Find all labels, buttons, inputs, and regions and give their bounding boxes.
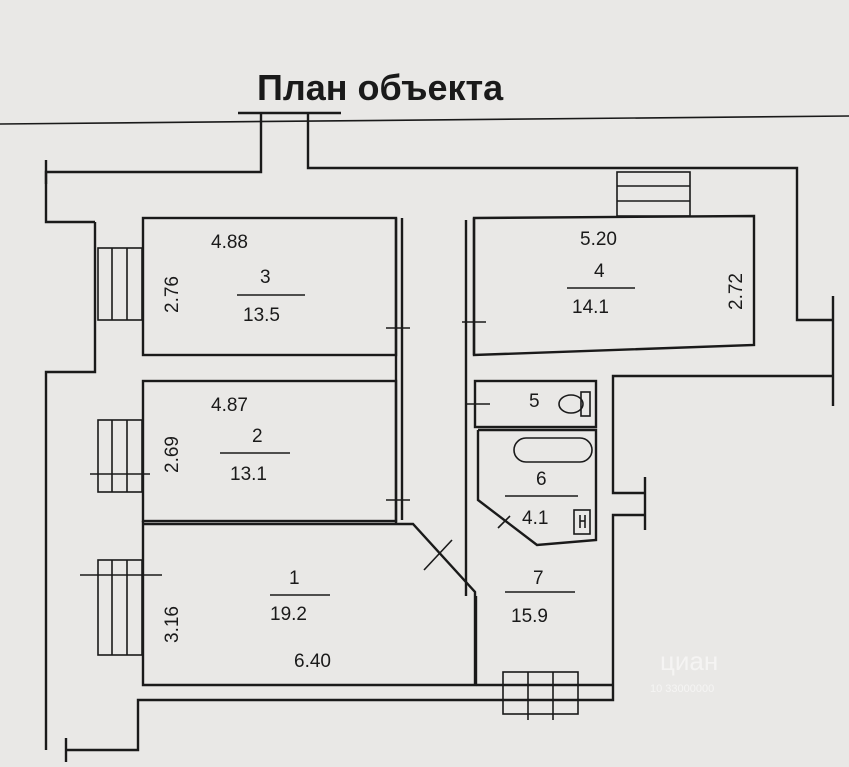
fixtures — [513, 391, 593, 535]
room-1-number: 1 — [289, 568, 300, 589]
title-rule — [0, 115, 849, 125]
room-7-number: 7 — [533, 568, 544, 589]
watermark-brand: циан — [660, 646, 718, 676]
room-1-height: 3.16 — [162, 606, 183, 643]
room-5-number: 5 — [529, 391, 540, 412]
plan-title: План объекта — [257, 67, 504, 108]
sink-icon — [573, 509, 591, 535]
room-1-area: 19.2 — [270, 604, 307, 625]
watermark-sub: 10 33000000 — [650, 683, 714, 695]
room-3-number: 3 — [260, 267, 271, 288]
bathtub-icon — [513, 437, 593, 463]
room-6-number: 6 — [536, 469, 547, 490]
room-2-width: 4.87 — [211, 395, 248, 416]
toilet-icon — [558, 394, 584, 414]
room-2-height: 2.69 — [162, 436, 183, 473]
room-3-height: 2.76 — [162, 276, 183, 313]
room-4-number: 4 — [594, 261, 605, 282]
room-2-number: 2 — [252, 426, 263, 447]
door-marks — [386, 321, 511, 571]
room-4-area: 14.1 — [572, 297, 609, 318]
room-3-area: 13.5 — [243, 305, 280, 326]
room-3-width: 4.88 — [211, 232, 248, 253]
room-4-height: 2.72 — [726, 273, 747, 310]
room-1-width: 6.40 — [294, 651, 331, 672]
walls — [44, 111, 835, 762]
area-fractions — [220, 287, 635, 596]
room-7-area: 15.9 — [511, 606, 548, 627]
room-4-width: 5.20 — [580, 229, 617, 250]
stairs — [80, 171, 691, 720]
room-2-area: 13.1 — [230, 464, 267, 485]
room-6-area: 4.1 — [522, 508, 548, 529]
